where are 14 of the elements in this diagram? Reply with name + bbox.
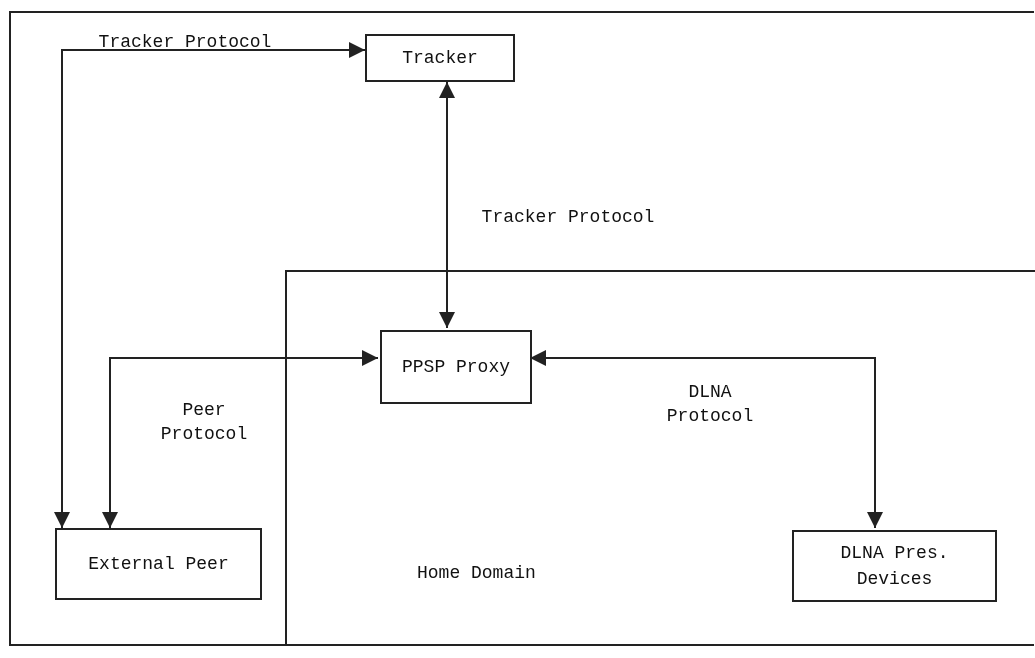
process-box: DLNA Pres. Devices [792,530,997,602]
process-box: External Peer [55,528,262,600]
arrow [529,350,883,529]
arrow [439,81,455,329]
edge-label: Peer Protocol [159,399,249,446]
region-label: Home Domain [417,562,536,585]
edge-label: Tracker Protocol [97,31,273,54]
edge-label: DLNA Protocol [665,381,755,428]
domain-region [285,270,1035,645]
arrow [102,350,379,529]
arrow [54,42,366,529]
edge-label: Tracker Protocol [480,206,656,229]
process-box: PPSP Proxy [380,330,532,404]
process-box: Tracker [365,34,515,82]
